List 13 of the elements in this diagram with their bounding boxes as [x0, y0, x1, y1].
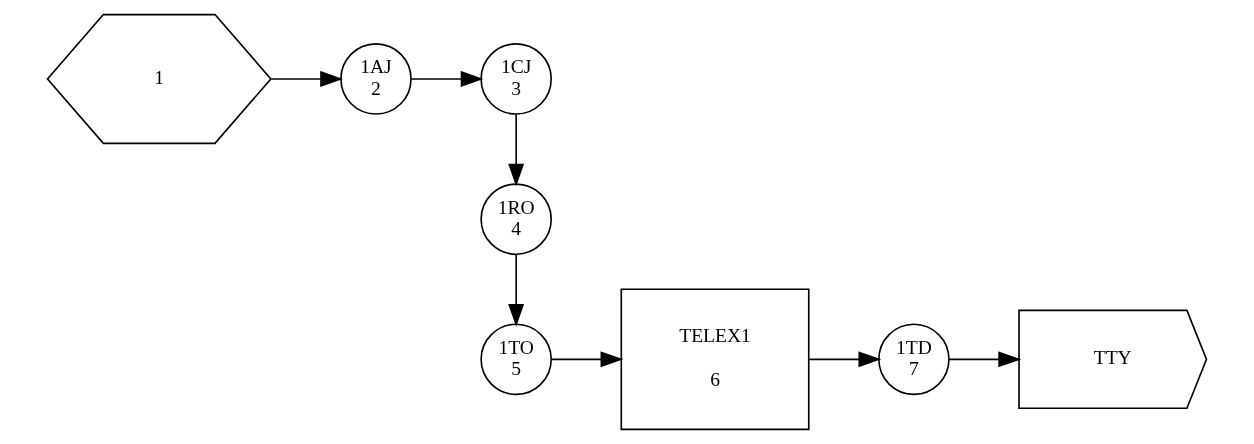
- node-circle: 1TD 7: [878, 323, 950, 396]
- node-circle: 1TO 5: [480, 323, 552, 396]
- arrow: [550, 351, 624, 368]
- arrow: [410, 70, 484, 87]
- node-circle: 1CJ 3: [480, 43, 552, 115]
- arrow: [508, 253, 525, 327]
- node-box: TELEX1 6: [620, 288, 810, 431]
- arrow: [508, 113, 525, 187]
- arrow: [808, 351, 882, 368]
- arrow: [948, 351, 1022, 368]
- arrow: [270, 70, 343, 87]
- node-circle: 1RO 4: [480, 183, 552, 255]
- node-circle: 1AJ 2: [340, 43, 412, 115]
